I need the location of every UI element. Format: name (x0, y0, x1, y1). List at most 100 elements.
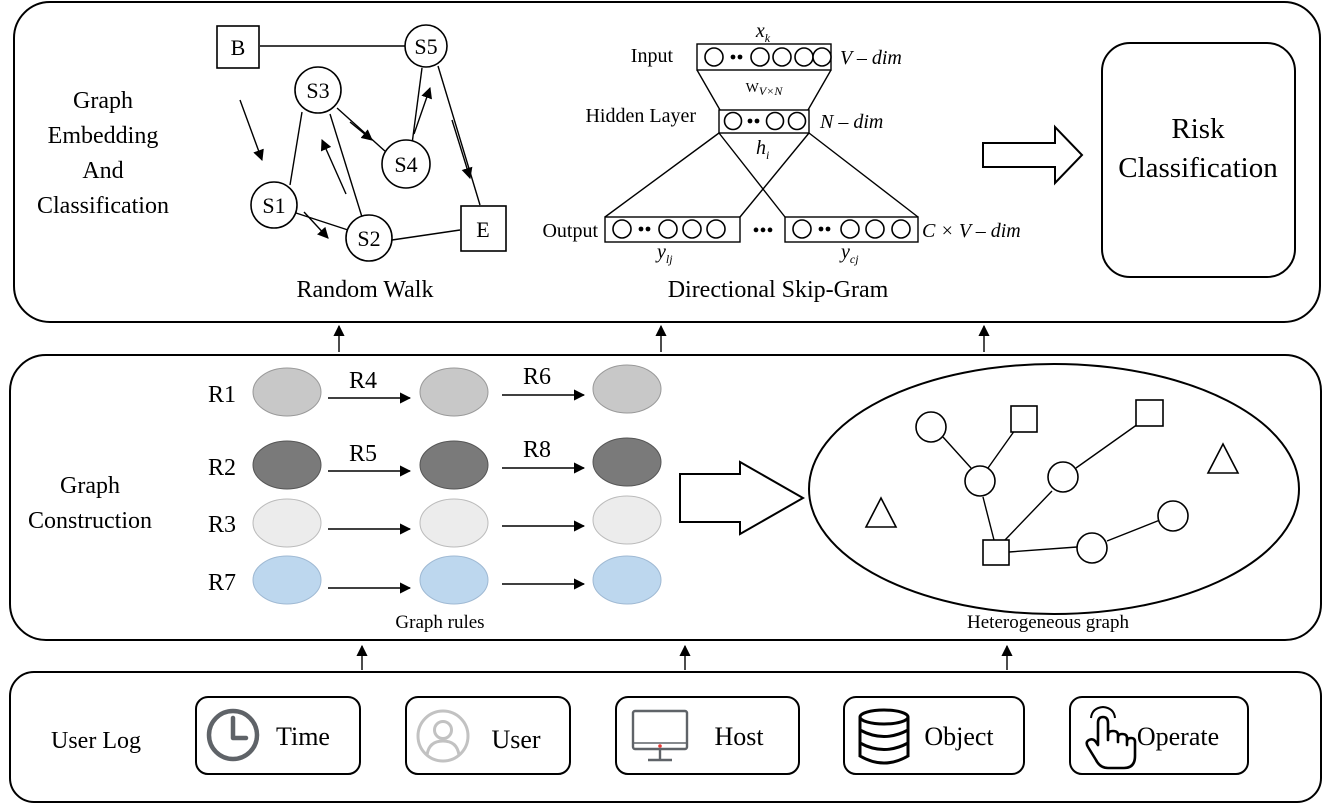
edge-s2-e (391, 229, 461, 241)
input-dots (730, 54, 736, 60)
cv-dim-label: C × V – dim (922, 220, 1021, 242)
node-s2 (345, 214, 393, 262)
edge-s1-s3 (289, 111, 303, 186)
ylj-label: ylj (655, 241, 673, 266)
walk-arrow-s2-s3 (320, 138, 347, 195)
hi-label: hi (756, 137, 769, 162)
output1-dots-2 (645, 226, 651, 232)
rule-node-r7-1 (252, 555, 322, 605)
rule-node-r2-2 (419, 440, 489, 490)
node-e-label: E (476, 217, 489, 242)
to-graph-arrow (679, 460, 806, 536)
clock-icon (206, 708, 260, 762)
walk-arrow-s1-s2 (303, 211, 329, 239)
node-s3-label: S3 (306, 78, 329, 103)
user-log-item-object: Object (843, 696, 1025, 775)
output2-dots (818, 226, 824, 232)
rule-node-r1-2 (419, 367, 489, 417)
hidden-layer (718, 109, 810, 134)
hidden-neuron-3 (787, 111, 807, 131)
n-dim-label: N – dim (819, 111, 883, 133)
rule-node-r7-2 (419, 555, 489, 605)
monitor-icon (631, 709, 689, 762)
edge-s1-s2 (295, 212, 349, 231)
embedding-panel (13, 1, 1321, 323)
hidden-dots-2 (754, 118, 760, 124)
hg-edge-7 (1106, 519, 1161, 542)
user-log-item-host: Host (615, 696, 800, 775)
hg-square-1 (1010, 405, 1038, 433)
edge-s5-e (437, 65, 481, 206)
hg-triangle-1 (864, 496, 898, 528)
to-classification-arrow (982, 124, 1084, 186)
v-dim-label: V – dim (840, 47, 902, 69)
user-log-item-user: User (405, 696, 571, 775)
user-log-operate-label: Operate (1137, 722, 1219, 751)
input-label: Input (631, 45, 674, 67)
user-log-item-operate: Operate (1069, 696, 1249, 775)
output1-neuron-4 (706, 219, 726, 239)
user-log-host-label: Host (714, 722, 764, 751)
input-neuron-1 (704, 47, 724, 67)
node-s5 (404, 24, 448, 68)
hg-edge-3 (982, 496, 995, 541)
input-neuron-4 (794, 47, 814, 67)
user-log-user-label: User (491, 725, 540, 754)
node-b (216, 25, 260, 69)
hg-square-2 (1135, 399, 1164, 427)
hidden-layer-label: Hidden Layer (585, 105, 696, 127)
rule-node-r3-3 (592, 495, 662, 545)
heterogeneous-graph-caption: Heterogeneous graph (967, 612, 1129, 633)
construction-label-line-1: Graph (60, 473, 120, 499)
hidden-output2-left (718, 132, 786, 218)
risk-classification-box (1101, 42, 1296, 278)
output2-neuron-4 (891, 219, 911, 239)
hidden-neuron-2 (765, 111, 785, 131)
output2-neuron-1 (792, 219, 812, 239)
input-hidden-edge-right (807, 69, 832, 111)
embedding-label-line-2: Embedding (48, 123, 159, 149)
hg-edge-5 (1075, 423, 1139, 469)
random-walk-caption: Random Walk (297, 277, 434, 303)
input-neuron-3 (772, 47, 792, 67)
output2-neuron-2 (840, 219, 860, 239)
rule-label-r5: R5 (349, 441, 377, 467)
xk-label: xk (755, 20, 771, 45)
node-s3 (294, 66, 342, 114)
walk-arrow-s5-e (451, 119, 473, 180)
output1-neuron-1 (612, 219, 632, 239)
hg-circle-5 (1157, 500, 1189, 532)
hidden-dots (747, 118, 753, 124)
weight-label: WV×N (746, 81, 784, 98)
input-dots-2 (737, 54, 743, 60)
rule-node-r2-3 (592, 437, 662, 487)
embedding-label-line-4: Classification (37, 193, 169, 219)
hg-triangle-2 (1206, 442, 1240, 474)
rule-node-r7-3 (592, 555, 662, 605)
hg-edge-1 (942, 436, 972, 469)
rule-row-r7: R7 (208, 570, 236, 596)
construction-label-line-2: Construction (28, 508, 152, 534)
user-icon (416, 709, 470, 763)
walk-arrow-s4-s5 (413, 86, 432, 135)
rule-node-r3-2 (419, 498, 489, 548)
hg-edge-4 (1004, 490, 1053, 541)
ycj-label: ycj (839, 241, 859, 266)
graph-rules: R1 R4 R6 R2 R5 R8 R3 R7 Graph rules (208, 364, 662, 633)
walk-arrow-s3-s4 (349, 121, 373, 141)
embedding-label-line-1: Graph (73, 88, 133, 114)
risk-classification-line-2: Classification (1118, 152, 1278, 184)
hg-circle-2 (964, 465, 996, 497)
node-s4 (381, 139, 431, 189)
skipgram-caption: Directional Skip-Gram (668, 277, 889, 303)
hg-circle-1 (915, 411, 947, 443)
database-icon (858, 708, 910, 765)
rule-row-r2: R2 (208, 455, 236, 481)
output1-neuron-3 (682, 219, 702, 239)
rule-label-r6: R6 (523, 364, 551, 390)
input-neuron-2 (750, 47, 770, 67)
embedding-label-line-3: And (82, 158, 123, 184)
rule-node-r3-1 (252, 498, 322, 548)
input-neuron-5 (812, 47, 832, 67)
embedding-section-label: Graph Embedding And Classification (37, 88, 169, 219)
